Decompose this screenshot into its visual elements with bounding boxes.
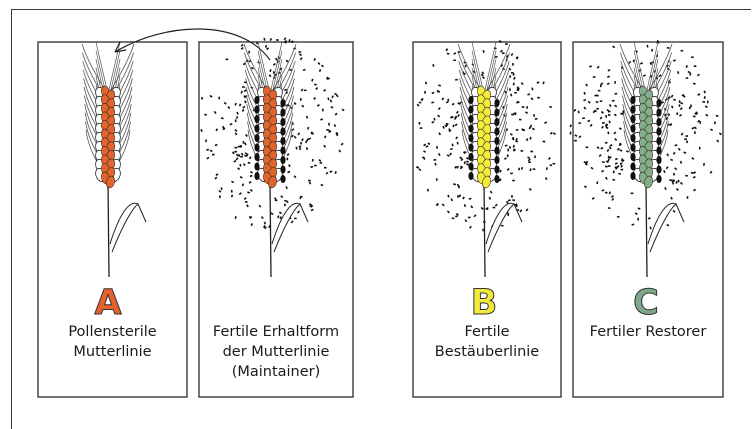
caption-line: (Maintainer) xyxy=(201,362,351,382)
caption-line: Bestäuberlinie xyxy=(412,342,562,362)
caption-line: Pollensterile xyxy=(38,322,188,342)
caption-line: Fertile xyxy=(412,322,562,342)
caption-line: Fertile Erhaltform xyxy=(201,322,351,342)
panel-restorer xyxy=(569,40,723,397)
caption-line: der Mutterlinie xyxy=(201,342,351,362)
panel-letter: A xyxy=(78,283,138,323)
panel-letter: C xyxy=(616,283,676,323)
panel-letter: B xyxy=(454,283,514,323)
panel-caption: Fertiler Restorer xyxy=(573,322,723,342)
caption-line: Mutterlinie xyxy=(38,342,188,362)
caption-line: Fertiler Restorer xyxy=(573,322,723,342)
